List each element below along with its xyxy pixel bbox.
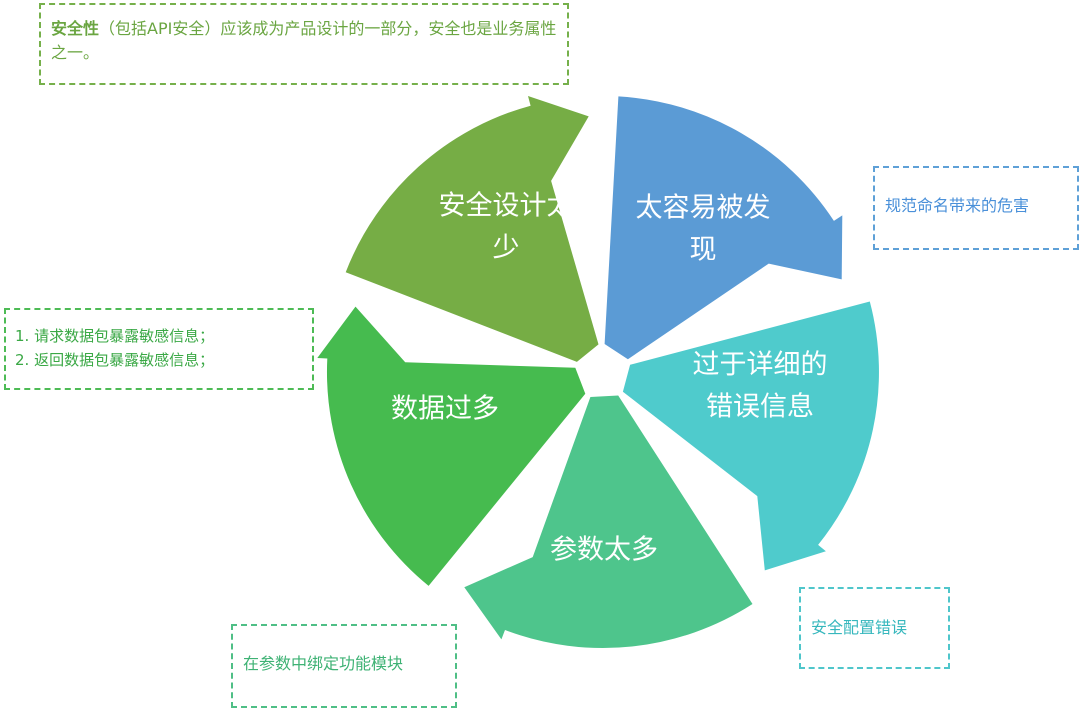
- cycle-segments: [317, 96, 879, 648]
- segment-mint: [464, 395, 753, 648]
- callout-parameters: 在参数中绑定功能模块: [231, 624, 457, 708]
- segment-teal: [622, 301, 879, 571]
- callout-naming-text: 规范命名带来的危害: [885, 196, 1030, 215]
- segment-teal-label-line-2: 错误信息: [706, 392, 814, 423]
- callout-security-design-lead: 安全性: [51, 19, 100, 38]
- segment-green: [317, 306, 586, 586]
- callout-data-exposure-line-1: 1. 请求数据包暴露敏感信息；: [15, 327, 215, 345]
- callout-security-design-text: （包括API安全）应该成为产品设计的一部分，安全也是业务属性之一。: [51, 19, 557, 62]
- segment-blue: [604, 96, 843, 360]
- segment-green-label-line-1: 数据过多: [391, 394, 499, 425]
- callout-data-exposure: 1. 请求数据包暴露敏感信息； 2. 返回数据包暴露敏感信息；: [4, 308, 314, 390]
- segment-olive: [345, 96, 599, 362]
- segment-olive-label-line-2: 少: [493, 233, 520, 264]
- callout-parameters-text: 在参数中绑定功能模块: [243, 654, 404, 673]
- segment-teal-label-line-1: 过于详细的: [693, 350, 828, 381]
- callout-security-design: 安全性（包括API安全）应该成为产品设计的一部分，安全也是业务属性之一。: [39, 3, 569, 85]
- callout-config-text: 安全配置错误: [811, 618, 908, 637]
- callout-config: 安全配置错误: [799, 587, 950, 669]
- callout-data-exposure-line-2: 2. 返回数据包暴露敏感信息；: [15, 351, 215, 369]
- segment-blue-label-line-1: 太容易被发: [636, 193, 771, 224]
- segment-mint-label-line-1: 参数太多: [550, 535, 658, 566]
- callout-naming: 规范命名带来的危害: [873, 166, 1079, 250]
- segment-olive-label-line-1: 安全设计太: [439, 191, 574, 222]
- segment-blue-label-line-2: 现: [690, 235, 717, 266]
